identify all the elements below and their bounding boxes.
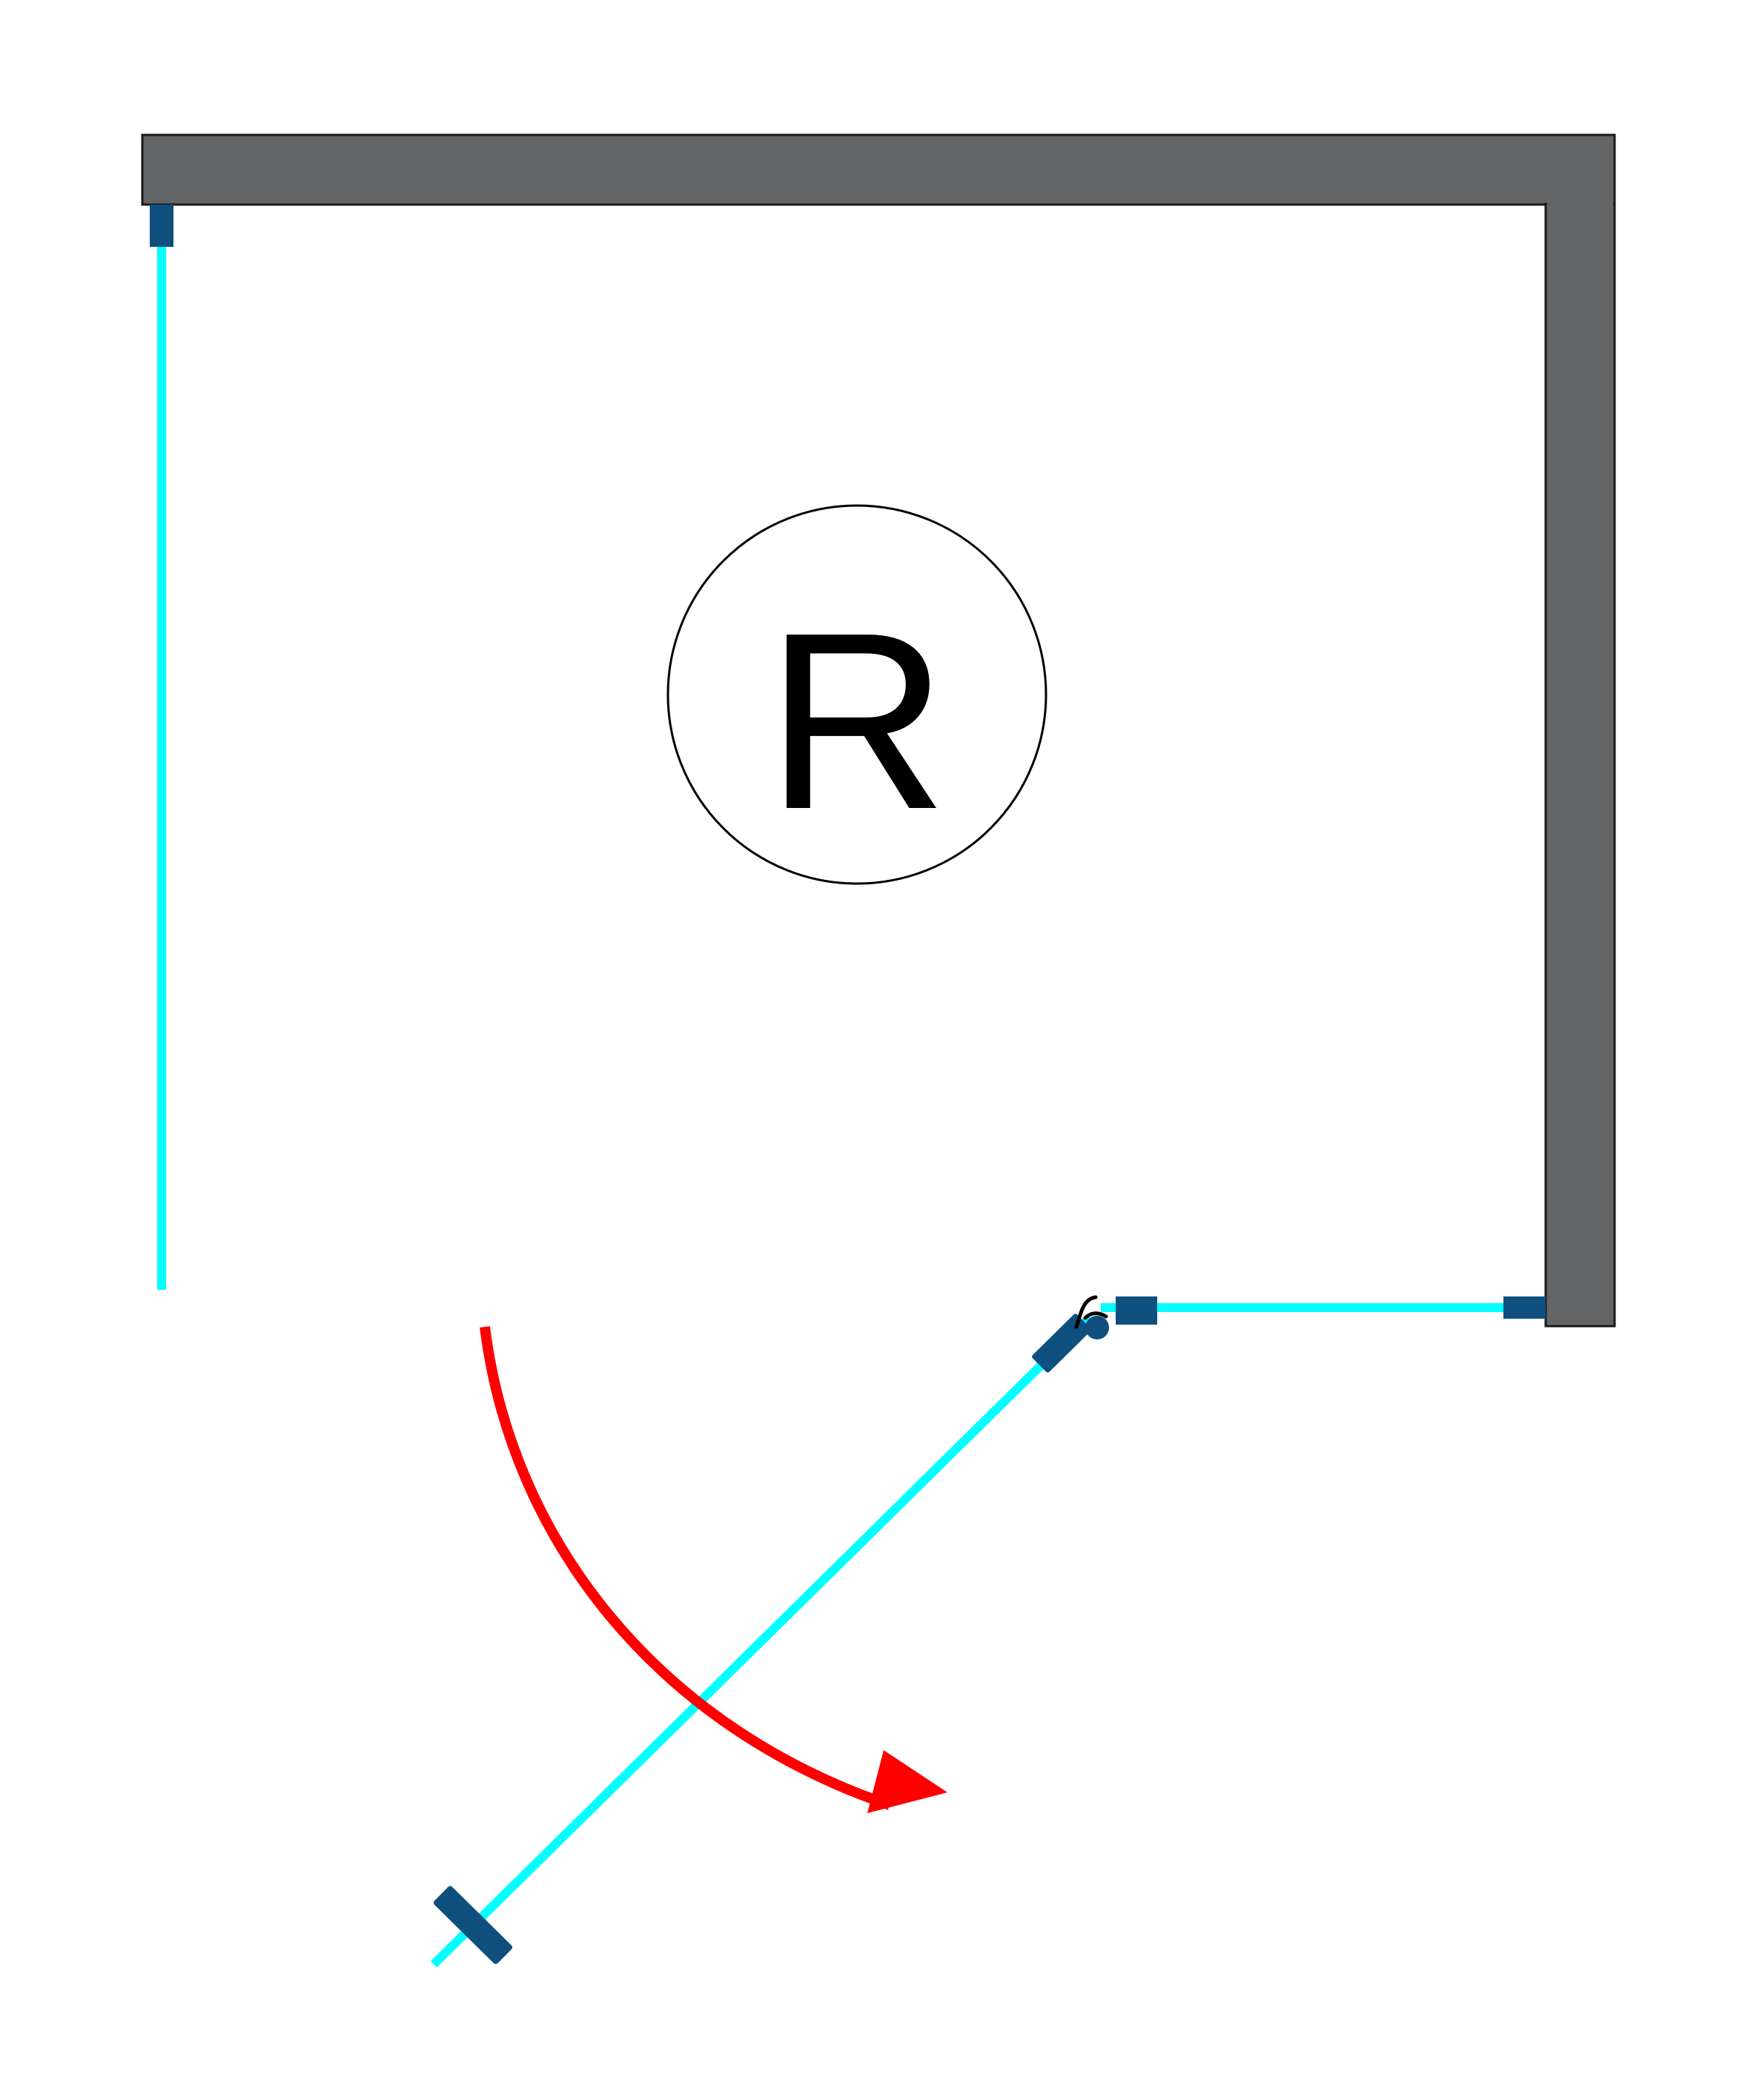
swing-arrow: [480, 1326, 947, 1813]
hinge-pivot: [1085, 1316, 1109, 1339]
handedness-label: R: [766, 580, 948, 862]
door: [430, 1295, 1109, 1968]
wall-joint-cover: [1547, 199, 1613, 209]
panel-clamp: [1116, 1296, 1157, 1325]
hinge-pin-icon: [1074, 1295, 1108, 1329]
badge-circle: [666, 504, 1047, 885]
handedness-badge: R: [666, 504, 1047, 885]
wall-bracket-left: [150, 205, 173, 247]
door-handle: [433, 1886, 513, 1964]
hinge: [1032, 1295, 1109, 1373]
fixed-panel-right: [1101, 1296, 1546, 1325]
walls: [141, 133, 1616, 1328]
swing-arc: [480, 1326, 892, 1810]
swing-arrowhead: [867, 1750, 947, 1813]
hinge-plate: [1032, 1314, 1091, 1373]
wall-right: [1544, 202, 1616, 1328]
wall-bracket-right: [1503, 1296, 1546, 1319]
wall-top: [141, 133, 1616, 206]
door-glass: [430, 1314, 1093, 1968]
fixed-panel-left: [150, 205, 173, 1290]
